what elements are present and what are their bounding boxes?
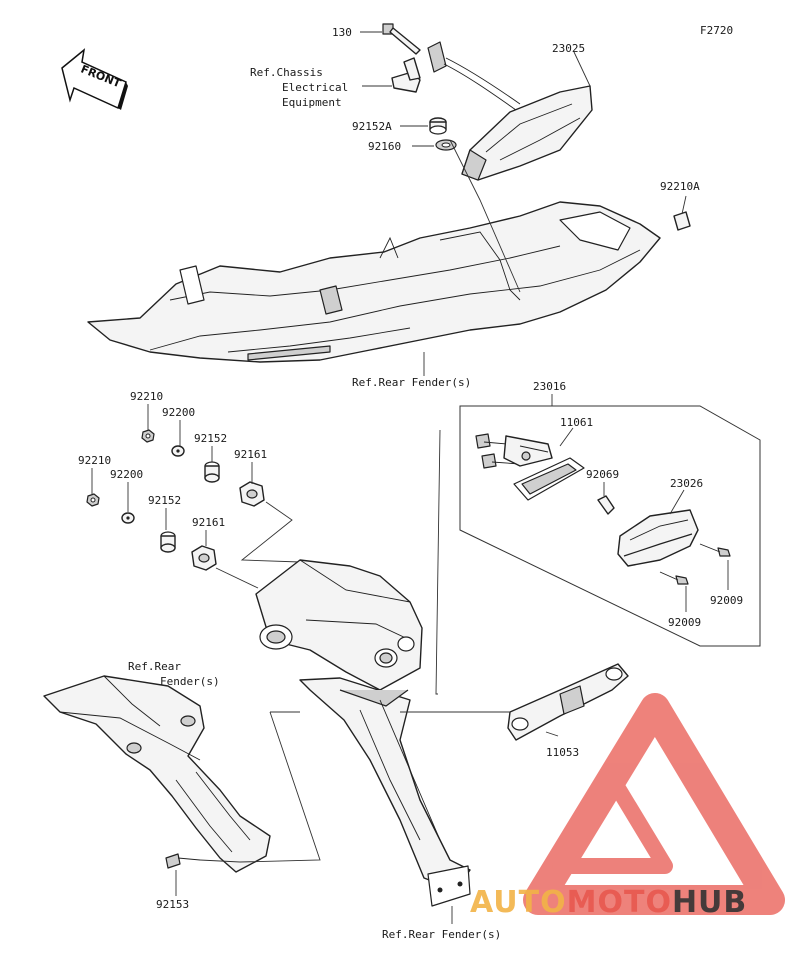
clip-92210a-icon [673,211,691,231]
license-light-bracket-icon [475,433,553,469]
watermark-part3: HUB [672,885,747,920]
leader-fender-left [239,711,321,863]
callout-ref-chassis-3: Equipment [282,96,342,109]
callout-ref-chassis-2: Electrical [282,81,348,94]
callout-92210-a: 92210 [130,390,163,403]
callout-92200-b: 92200 [110,468,143,481]
callout-92153: 92153 [156,898,189,911]
svg-text:AUTOMOTOHUB: AUTOMOTOHUB [470,885,747,920]
license-bracket-icon [255,559,471,907]
collar-92152-b-icon [160,531,176,553]
watermark-part1: AUTO [470,885,567,920]
bolt-92153-icon [165,853,201,869]
watermark-logo [523,693,785,915]
screw-92009-a-icon [699,543,731,557]
leader-92153 [199,859,241,863]
callout-11061: 11061 [560,416,593,429]
watermark-text: AUTOMOTOHUB [470,885,747,920]
callout-ref-rear-fender-bottom: Ref.Rear Fender(s) [382,928,501,941]
license-light-23026-icon [617,509,699,567]
callout-92161-b: 92161 [192,516,225,529]
reflector-plate-11053-icon [507,663,629,741]
figure-code: F2720 [700,24,733,37]
callout-23026: 23026 [670,477,703,490]
grommet-92161-a-icon [239,481,265,507]
rear-fender-left-icon [43,675,271,873]
gasket-11061-icon [513,457,585,501]
rear-frame-icon [87,201,661,363]
callout-92069: 92069 [586,468,619,481]
grommet-92152a-icon [429,117,447,135]
front-arrow-icon: FRONT [61,48,128,110]
callout-92152-a: 92152 [194,432,227,445]
leader-box-to-bracket [435,429,441,695]
leader-grommet-a [240,501,301,563]
callout-23016: 23016 [533,380,566,393]
callout-23025: 23025 [552,42,585,55]
tail-light-23025-icon [427,41,593,181]
callout-92152-b: 92152 [148,494,181,507]
chassis-bracket-icon [391,57,421,93]
callout-92160: 92160 [368,140,401,153]
callout-92152a: 92152A [352,120,392,133]
watermark-part2: MOTO [567,885,672,920]
callout-92009-b: 92009 [668,616,701,629]
nut-92210-b-icon [86,493,100,507]
callout-ref-rear-fender-left-1: Ref.Rear [128,660,181,673]
grommet-92161-b-icon [191,545,217,571]
callout-92210-b: 92210 [78,454,111,467]
bolt-130-icon [382,23,421,55]
bulb-92069-icon [597,495,615,515]
callout-130: 130 [332,26,352,39]
callout-ref-chassis-1: Ref.Chassis [250,66,323,79]
callout-92210a: 92210A [660,180,700,193]
callout-92161-a: 92161 [234,448,267,461]
label-leaders [91,31,729,924]
assembly-23016-box [459,405,761,647]
nut-92210-a-icon [141,429,155,443]
screw-92009-b-icon [659,571,689,585]
washer-92200-b-icon [121,512,135,524]
washer-92200-a-icon [171,445,185,457]
callout-11053: 11053 [546,746,579,759]
leader-grommet-b [215,567,259,589]
callout-ref-rear-fender-left-2: Fender(s) [160,675,220,688]
callout-ref-rear-fender-top: Ref.Rear Fender(s) [352,376,471,389]
callout-92200-a: 92200 [162,406,195,419]
callout-92009-a: 92009 [710,594,743,607]
collar-92152-a-icon [204,461,220,483]
